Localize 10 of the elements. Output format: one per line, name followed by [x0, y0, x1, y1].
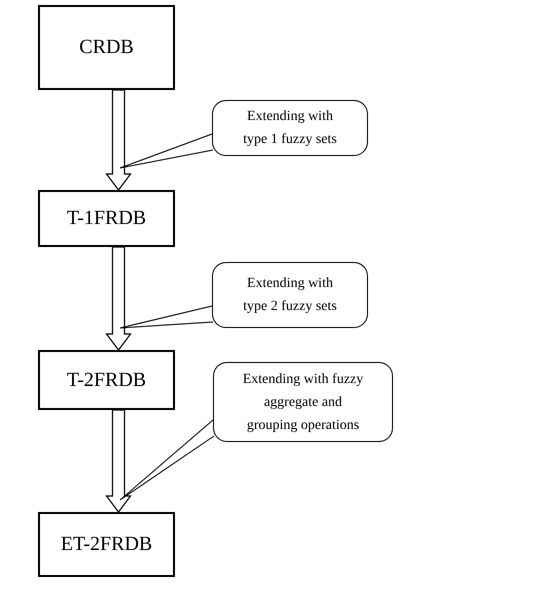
block-arrow — [105, 246, 132, 351]
callout-bubble: Extending with fuzzy aggregate and grouping operations — [213, 362, 393, 442]
block-arrow — [105, 89, 132, 191]
process-box: T-2FRDB — [38, 350, 175, 410]
process-box: T-1FRDB — [38, 190, 175, 247]
process-box: CRDB — [38, 5, 175, 90]
block-arrow — [105, 409, 132, 513]
callout-bubble: Extending with type 1 fuzzy sets — [212, 100, 368, 156]
callout-bubble: Extending with type 2 fuzzy sets — [212, 262, 368, 328]
process-box: ET-2FRDB — [38, 512, 175, 577]
